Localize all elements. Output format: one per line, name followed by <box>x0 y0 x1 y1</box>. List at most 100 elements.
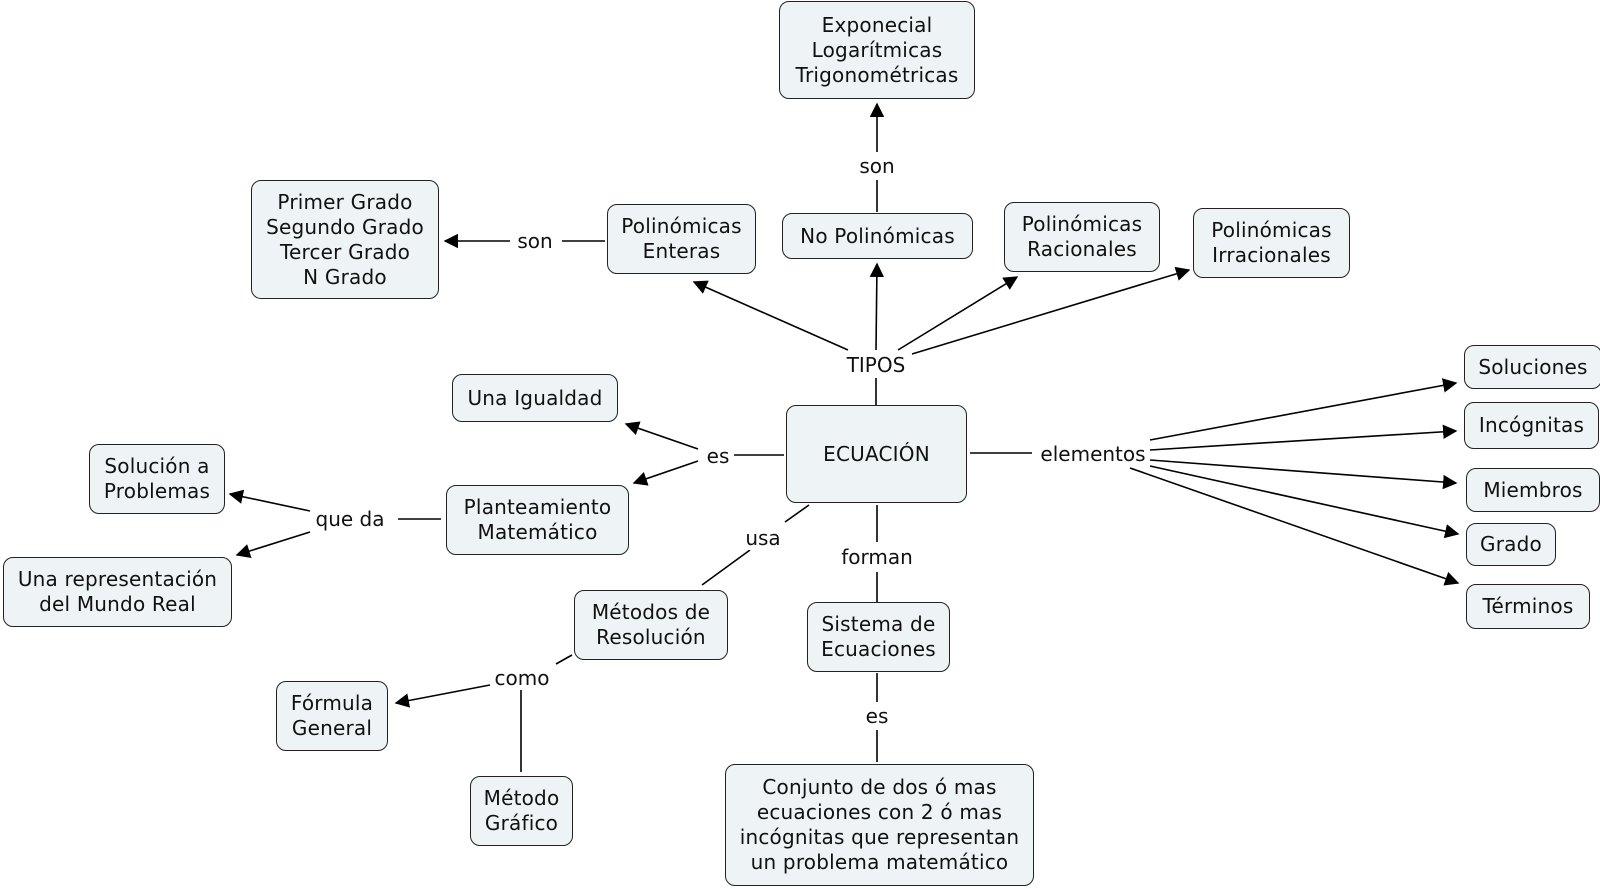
node-text-line: Método <box>483 786 560 810</box>
node-text-line: Métodos de <box>591 600 711 624</box>
node-text-line: Una representación <box>17 567 218 591</box>
arrow-to-terminos <box>1129 467 1460 586</box>
arrow-to-no-polinomicas <box>869 262 885 351</box>
node-text: No Polinómicas <box>800 224 955 249</box>
node-text-line: Grado <box>1480 532 1542 556</box>
link-label-son-top: son <box>856 154 898 178</box>
link-label-usa: usa <box>742 526 784 550</box>
arrow-to-igualdad <box>624 421 699 450</box>
link-label-es-bottom: es <box>862 704 892 728</box>
node-incognitas: Incógnitas <box>1464 402 1599 449</box>
link-label-elementos: elementos <box>1037 442 1149 466</box>
node-text-line: Logarítmicas <box>811 37 943 62</box>
node-miembros: Miembros <box>1466 468 1600 512</box>
arrow-to-representacion <box>235 531 311 558</box>
node-text-line: Segundo Grado <box>266 214 424 239</box>
arrow-to-planteamiento <box>632 460 699 486</box>
node-text-line: Una Igualdad <box>467 385 603 410</box>
node-text-line: Planteamiento <box>463 495 612 519</box>
link-label-es-left: es <box>703 444 733 468</box>
arrow-to-incognitas <box>1149 424 1458 451</box>
link-label-tipos: TIPOS <box>843 353 909 377</box>
node-text: Grado <box>1480 532 1542 557</box>
node-text-line: Matemático <box>477 520 598 544</box>
node-igualdad: Una Igualdad <box>452 374 618 422</box>
node-text-line: Gráfico <box>484 811 559 835</box>
arrow-to-miembros <box>1149 459 1458 490</box>
node-text-line: Polinómicas <box>621 214 742 238</box>
node-text-line: Problemas <box>103 479 211 503</box>
node-text-line: Tercer Grado <box>279 239 411 264</box>
node-text-line: Miembros <box>1483 477 1583 502</box>
node-text-line: N Grado <box>303 264 387 289</box>
node-grado: Grado <box>1466 523 1556 566</box>
node-text: Una Igualdad <box>467 386 602 411</box>
arrow-to-formula <box>394 684 491 708</box>
node-text-line: Polinómicas <box>1211 218 1332 242</box>
node-text: Soluciones <box>1478 355 1587 380</box>
arrow-to-pol-irracionales <box>911 266 1191 355</box>
node-text: Términos <box>1483 594 1574 619</box>
node-text-line: General <box>291 716 373 740</box>
node-text-line: Términos <box>1482 594 1574 618</box>
node-text-line: Sistema de <box>821 612 936 636</box>
node-text-line: un problema matemático <box>750 850 1009 874</box>
node-text-line: Conjunto de dos ó mas <box>762 775 997 799</box>
node-text-line: del Mundo Real <box>39 592 196 616</box>
node-text-line: Ecuaciones <box>821 637 936 661</box>
line-usa-metodos <box>701 549 751 586</box>
node-soluciones: Soluciones <box>1464 345 1600 389</box>
node-text-line: ECUACIÓN <box>823 441 930 466</box>
node-terminos: Términos <box>1466 584 1590 629</box>
node-text-line: Incógnitas <box>1478 413 1585 437</box>
arrow-to-pol-enteras <box>692 280 849 351</box>
node-text-line: Primer Grado <box>277 189 413 214</box>
node-no-polinomicas: No Polinómicas <box>782 213 973 259</box>
node-text: Miembros <box>1483 478 1582 503</box>
node-ecuacion: ECUACIÓN <box>786 405 967 503</box>
line-metodos-como <box>555 654 573 665</box>
node-text-line: Racionales <box>1027 237 1137 261</box>
node-text: ECUACIÓN <box>823 442 930 467</box>
node-text-line: Polinómicas <box>1021 212 1143 236</box>
node-text-line: Enteras <box>642 239 721 263</box>
link-label-son-left: son <box>514 229 556 253</box>
node-text: Incógnitas <box>1479 413 1584 438</box>
node-text-line: incógnitas que representan <box>739 825 1020 849</box>
node-text-line: ecuaciones con 2 ó mas <box>756 800 1003 824</box>
node-text-line: Soluciones <box>1478 354 1588 379</box>
arrow-to-solucion-problemas <box>228 489 311 512</box>
link-label-como: como <box>491 666 553 690</box>
node-text-line: Exponecial <box>821 12 933 37</box>
node-text-line: Fórmula <box>290 691 374 715</box>
arrow-to-pol-racionales <box>897 276 1019 351</box>
node-text-line: Solución a <box>104 454 210 478</box>
link-label-que-da: que da <box>312 507 388 531</box>
line-ecuacion-usa <box>784 504 810 523</box>
